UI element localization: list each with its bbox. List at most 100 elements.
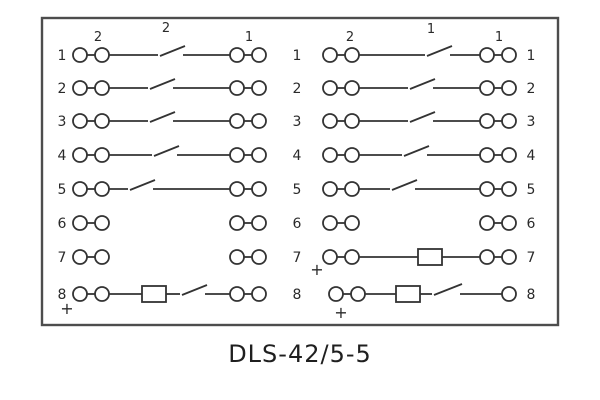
left-terminal-number: 1 (58, 48, 67, 64)
terminal-circle (72, 80, 88, 96)
contact-blade (149, 78, 176, 90)
terminal-circle (229, 80, 245, 96)
terminal-circle (229, 147, 245, 163)
terminal-circle (322, 147, 338, 163)
contact-blade (129, 179, 156, 191)
terminal-circle (344, 147, 360, 163)
terminal-circle (501, 147, 517, 163)
terminal-circle (229, 215, 245, 231)
middle-terminal-number: 4 (293, 148, 302, 164)
left-terminal-number: 3 (58, 114, 67, 130)
right-terminal-number: 1 (527, 48, 536, 64)
middle-terminal-number: 5 (293, 182, 302, 198)
contact-blade (391, 179, 418, 191)
terminal-circle (322, 80, 338, 96)
left-terminal-number: 5 (58, 182, 67, 198)
terminal-circle (72, 181, 88, 197)
terminal-circle (501, 286, 517, 302)
terminal-circle (501, 80, 517, 96)
terminal-circle (94, 249, 110, 265)
polarity-plus: + (334, 303, 347, 322)
terminal-circle (344, 80, 360, 96)
annotation-number: 2 (94, 30, 102, 45)
terminal-circle (328, 286, 344, 302)
terminal-circle (72, 47, 88, 63)
left-terminal-number: 8 (58, 287, 67, 303)
terminal-circle (344, 215, 360, 231)
terminal-circle (229, 47, 245, 63)
terminal-circle (501, 249, 517, 265)
contact-blade (409, 111, 436, 123)
middle-terminal-number: 1 (293, 48, 302, 64)
diagram-border (40, 16, 560, 327)
middle-terminal-number: 8 (293, 287, 302, 303)
right-terminal-number: 7 (527, 250, 536, 266)
terminal-circle (501, 181, 517, 197)
terminal-circle (94, 286, 110, 302)
contact-blade (426, 45, 453, 57)
middle-terminal-number: 7 (293, 250, 302, 266)
right-terminal-number: 5 (527, 182, 536, 198)
terminal-circle (229, 249, 245, 265)
polarity-plus: + (60, 299, 73, 318)
middle-terminal-number: 3 (293, 114, 302, 130)
annotation-number: 1 (427, 22, 435, 37)
terminal-circle (344, 113, 360, 129)
terminal-circle (229, 113, 245, 129)
middle-terminal-number: 2 (293, 81, 302, 97)
contact-blade (409, 78, 436, 90)
terminal-circle (501, 215, 517, 231)
contact-blade (159, 45, 186, 57)
terminal-circle (322, 249, 338, 265)
terminal-circle (350, 286, 366, 302)
terminal-circle (94, 113, 110, 129)
terminal-circle (344, 47, 360, 63)
polarity-plus: + (310, 260, 323, 279)
left-terminal-number: 2 (58, 81, 67, 97)
annotation-number: 2 (162, 21, 170, 36)
terminal-circle (479, 47, 495, 63)
right-terminal-number: 8 (527, 287, 536, 303)
terminal-circle (251, 286, 267, 302)
terminal-circle (229, 181, 245, 197)
terminal-circle (94, 215, 110, 231)
terminal-circle (94, 181, 110, 197)
terminal-circle (344, 181, 360, 197)
contact-blade (403, 145, 430, 157)
terminal-circle (479, 215, 495, 231)
terminal-circle (94, 80, 110, 96)
terminal-circle (479, 80, 495, 96)
terminal-circle (251, 80, 267, 96)
left-terminal-number: 4 (58, 148, 67, 164)
terminal-circle (251, 215, 267, 231)
terminal-circle (344, 249, 360, 265)
terminal-circle (322, 215, 338, 231)
terminal-circle (479, 181, 495, 197)
terminal-circle (251, 47, 267, 63)
right-terminal-number: 3 (527, 114, 536, 130)
terminal-circle (251, 249, 267, 265)
annotation-number: 1 (245, 30, 253, 45)
terminal-circle (501, 47, 517, 63)
right-terminal-number: 4 (527, 148, 536, 164)
terminal-circle (72, 249, 88, 265)
annotation-number: 2 (346, 30, 354, 45)
diagram-title: DLS-42/5-5 (228, 340, 372, 368)
right-terminal-number: 6 (527, 216, 536, 232)
right-terminal-number: 2 (527, 81, 536, 97)
left-terminal-number: 6 (58, 216, 67, 232)
terminal-circle (251, 147, 267, 163)
component-box (395, 285, 421, 303)
contact-blade (433, 283, 463, 296)
terminal-circle (501, 113, 517, 129)
terminal-circle (72, 147, 88, 163)
terminal-circle (94, 147, 110, 163)
terminal-circle (229, 286, 245, 302)
terminal-circle (72, 286, 88, 302)
terminal-circle (479, 113, 495, 129)
contact-blade (181, 284, 208, 296)
terminal-circle (322, 181, 338, 197)
terminal-circle (72, 113, 88, 129)
